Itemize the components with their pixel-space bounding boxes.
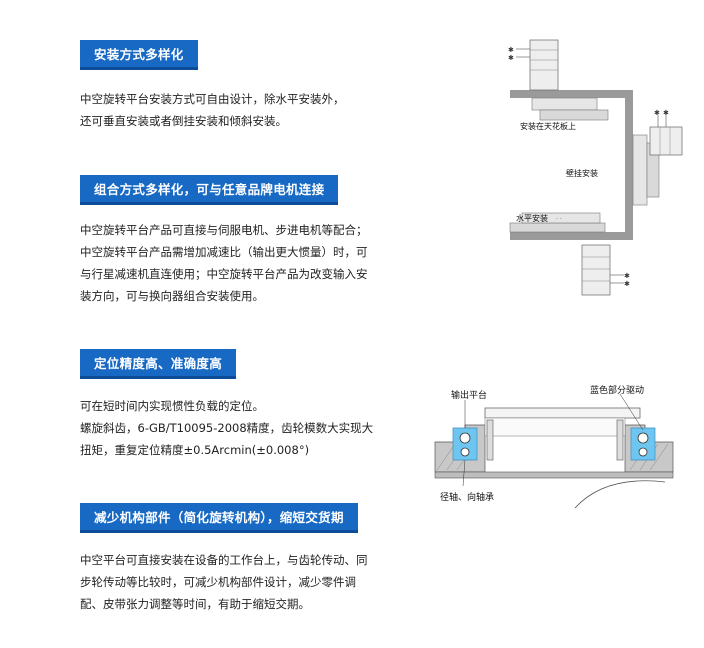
mounting-diagram-drawing: ✱ ✱ ✱ ✱ · · ✱ ✱ [508, 39, 683, 296]
svg-text:✱: ✱ [508, 54, 514, 62]
body-line: 中空旋转平台产品需增加减速比（输出更大惯量）时，可 [80, 245, 368, 259]
body-line: 步轮传动等比较时，可减少机构部件设计，减少零件调 [80, 575, 356, 589]
section-simplify: 减少机构部件（简化旋转机构），缩短交货期 中空平台可直接安装在设备的工作台上，与… [80, 503, 400, 615]
label-blue-drive: 蓝色部分驱动 [590, 386, 645, 396]
svg-text:✱: ✱ [624, 272, 630, 280]
section-body: 中空平台可直接安装在设备的工作台上，与齿轮传动、同 步轮传动等比较时，可减少机构… [80, 549, 400, 615]
svg-text:· ·: · · [556, 216, 562, 223]
cross-section-diagram: 输出平台 蓝色部分驱动 径轴、向轴承 [425, 380, 695, 510]
section-title: 组合方式多样化，可与任意品牌电机连接 [80, 175, 339, 205]
section-body: 中空旋转平台产品可直接与伺服电机、步进电机等配合； 中空旋转平台产品需增加减速比… [80, 219, 400, 307]
section-title: 定位精度高、准确度高 [80, 349, 237, 379]
svg-text:✱: ✱ [654, 109, 660, 117]
section-title: 减少机构部件（简化旋转机构），缩短交货期 [80, 503, 358, 533]
section-body: 中空旋转平台安装方式可自由设计，除水平安装外， 还可垂直安装或者倒挂安装和倾斜安… [80, 88, 390, 132]
mounting-diagram: ✱ ✱ ✱ ✱ · · ✱ ✱ 安装在天花板上 壁挂安装 水平安装 [500, 35, 690, 305]
label-horizontal: 水平安装 [516, 214, 548, 223]
label-bearing: 径轴、向轴承 [440, 493, 495, 503]
body-line: 可在短时间内实现惯性负载的定位。 [80, 399, 264, 413]
body-line: 螺旋斜齿，6-GB/T10095-2008精度，齿轮模数大实现大 [80, 421, 374, 435]
body-line: 扭矩，重复定位精度±0.5Arcmin(±0.008°) [80, 443, 310, 457]
section-combination: 组合方式多样化，可与任意品牌电机连接 中空旋转平台产品可直接与伺服电机、步进电机… [80, 175, 400, 307]
body-line: 中空平台可直接安装在设备的工作台上，与齿轮传动、同 [80, 553, 368, 567]
svg-text:✱: ✱ [663, 109, 669, 117]
cross-section-drawing [434, 393, 674, 509]
body-line: 中空旋转平台产品可直接与伺服电机、步进电机等配合； [80, 223, 368, 237]
section-body: 可在短时间内实现惯性负载的定位。 螺旋斜齿，6-GB/T10095-2008精度… [80, 395, 390, 461]
label-output-platform: 输出平台 [451, 391, 488, 401]
body-line: 中空旋转平台安装方式可自由设计，除水平安装外， [80, 92, 345, 106]
section-precision: 定位精度高、准确度高 可在短时间内实现惯性负载的定位。 螺旋斜齿，6-GB/T1… [80, 349, 390, 461]
svg-text:✱: ✱ [508, 46, 514, 54]
body-line: 还可垂直安装或者倒挂安装和倾斜安装。 [80, 114, 287, 128]
section-title: 安装方式多样化 [80, 40, 198, 70]
label-wall: 壁挂安装 [566, 169, 598, 178]
section-mounting: 安装方式多样化 中空旋转平台安装方式可自由设计，除水平安装外， 还可垂直安装或者… [80, 40, 390, 132]
label-ceiling: 安装在天花板上 [520, 122, 576, 131]
body-line: 配、皮带张力调整等时间，有助于缩短交期。 [80, 597, 310, 611]
body-line: 与行星减速机直连使用；中空旋转平台产品为改变输入安 [80, 267, 368, 281]
svg-text:✱: ✱ [624, 280, 630, 288]
body-line: 装方向，可与换向器组合安装使用。 [80, 289, 264, 303]
